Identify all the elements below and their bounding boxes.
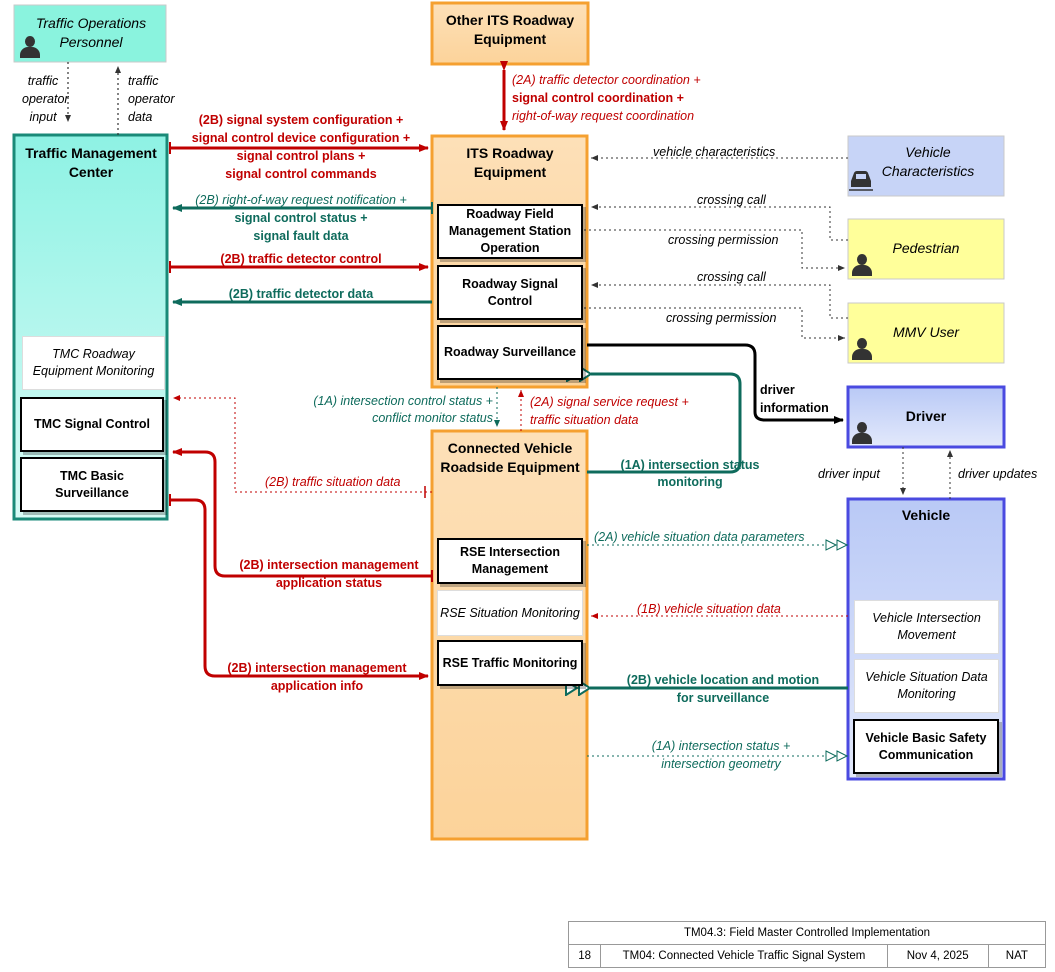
flow-label-driver-info-1: driver	[760, 383, 795, 397]
title-block-author: NAT	[987, 944, 1047, 968]
cv-rse-label: Connected Vehicle Roadside Equipment	[440, 440, 580, 475]
flow-2b-imi	[169, 494, 429, 680]
flow-label-2b-cfg-4: signal control commands	[225, 167, 377, 181]
flow-label-2b-row-3: signal fault data	[253, 229, 349, 243]
flow-driver-info	[587, 343, 844, 424]
vehicle-char-label: Vehicle Characteristics	[881, 144, 975, 179]
flow-label-crossing-call-1: crossing call	[697, 193, 766, 207]
flow-label-2a-coord-1: (2A) traffic detector coordination +	[512, 73, 701, 87]
flow-label-2b-imi-1: (2B) intersection management	[227, 661, 407, 675]
rse-situation-monitoring: RSE Situation Monitoring	[437, 590, 583, 636]
rse-intersection-mgmt: RSE Intersection Management	[437, 538, 583, 584]
flow-label-driver-input: driver input	[818, 467, 880, 481]
flow-label-1a-isg-1: (1A) intersection status +	[651, 739, 791, 753]
flow-label-2b-imi-2: application info	[270, 679, 364, 693]
flow-crossing-perm-1	[584, 229, 845, 271]
veh-basic-safety: Vehicle Basic Safety Communication	[853, 719, 999, 774]
flow-label-driver-info-2: information	[760, 401, 829, 415]
mmv-user-label: MMV User	[892, 324, 960, 340]
roadway-surveillance: Roadway Surveillance	[437, 325, 583, 380]
flow-label-2b-vlm-1: (2B) vehicle location and motion	[626, 673, 820, 687]
flow-label-1b-vsd: (1B) vehicle situation data	[637, 602, 781, 616]
flow-label-veh-char: vehicle characteristics	[653, 145, 776, 159]
flow-crossing-call-1	[591, 204, 848, 241]
flow-label-1a-ics-2: conflict monitor status	[372, 411, 493, 425]
pedestrian-label: Pedestrian	[892, 240, 960, 256]
flow-label-2a-ssr-1: (2A) signal service request +	[530, 395, 689, 409]
flow-label-1a-ism-1: (1A) intersection status	[620, 458, 760, 472]
person-icon	[20, 36, 40, 58]
flow-label-2b-row-2: signal control status +	[234, 211, 368, 225]
person-icon	[852, 422, 872, 444]
traffic-ops-label: Traffic Operations Personnel	[35, 15, 147, 50]
veh-situation-monitoring: Vehicle Situation Data Monitoring	[854, 659, 999, 713]
flow-label-2b-ima-2: application status	[275, 576, 383, 590]
rse-traffic-monitoring: RSE Traffic Monitoring	[437, 640, 583, 686]
veh-intersection-movement: Vehicle Intersection Movement	[854, 600, 999, 654]
tmc-box	[12, 133, 169, 521]
flow-label-1a-isg-2: intersection geometry	[661, 757, 781, 771]
tmc-basic-surveillance: TMC Basic Surveillance	[20, 457, 164, 512]
other-its-box	[430, 1, 590, 66]
flow-label-crossing-perm-1: crossing permission	[668, 233, 779, 247]
flow-label-2b-row-1: (2B) right-of-way request notification +	[195, 193, 407, 207]
flow-crossing-call-2	[591, 282, 848, 319]
title-block-doc: TM04: Connected Vehicle Traffic Signal S…	[600, 944, 888, 968]
pedestrian-box	[847, 218, 1005, 280]
flow-label-2b-cfg-1: (2B) signal system configuration +	[198, 113, 404, 127]
other-its-label: Other ITS Roadway Equipment	[445, 12, 575, 47]
flow-label-1a-ism-2: monitoring	[657, 475, 723, 489]
flow-label-op-input: traffic operator input	[22, 74, 69, 124]
flow-label-2b-cfg-3: signal control plans +	[236, 149, 366, 163]
flow-label-2b-det-data: (2B) traffic detector data	[228, 287, 374, 301]
flow-label-crossing-call-2: crossing call	[697, 270, 766, 284]
person-icon	[852, 338, 872, 360]
flow-label-2a-coord-3: right-of-way request coordination	[512, 109, 695, 123]
flow-label-2b-det-ctrl: (2B) traffic detector control	[220, 252, 382, 266]
roadway-signal-control: Roadway Signal Control	[437, 265, 583, 320]
driver-box	[846, 385, 1006, 449]
flow-label-driver-updates: driver updates	[958, 467, 1038, 481]
flow-1a-ism	[587, 374, 742, 474]
vehicle-label: Vehicle	[901, 507, 951, 523]
tmc-roadway-mon: TMC Roadway Equipment Monitoring	[22, 336, 165, 390]
title-block: TM04.3: Field Master Controlled Implemen…	[567, 921, 1047, 968]
flow-2b-tsd	[173, 395, 432, 493]
driver-label: Driver	[905, 408, 947, 424]
title-block-page: 18	[567, 944, 602, 968]
flow-label-2a-ssr-2: traffic situation data	[530, 413, 639, 427]
flow-label-2a-coord-2: signal control coordination +	[512, 91, 684, 105]
person-icon	[852, 254, 872, 276]
rfms-operation: Roadway Field Management Station Operati…	[437, 204, 583, 259]
car-icon	[849, 171, 873, 191]
title-block-title: TM04.3: Field Master Controlled Implemen…	[568, 921, 1046, 945]
title-block-date: Nov 4, 2025	[886, 944, 989, 968]
flow-label-2b-vlm-2: for surveillance	[676, 691, 770, 705]
its-roadway-label: ITS Roadway Equipment	[466, 145, 554, 180]
flow-label-op-data: traffic operator data	[128, 74, 175, 124]
flow-label-2b-tsd: (2B) traffic situation data	[265, 475, 401, 489]
flow-label-2a-vsdp: (2A) vehicle situation data parameters	[594, 530, 805, 544]
tmc-signal-control: TMC Signal Control	[20, 397, 164, 452]
tmc-label: Traffic Management Center	[25, 145, 157, 180]
vehicle-char-box	[847, 135, 1005, 197]
flow-label-crossing-perm-2: crossing permission	[666, 311, 777, 325]
flow-label-2b-cfg-2: signal control device configuration +	[191, 131, 411, 145]
flow-label-2b-ima-1: (2B) intersection management	[239, 558, 419, 572]
mmv-user-box	[847, 302, 1005, 364]
flow-label-1a-ics-1: (1A) intersection control status +	[313, 394, 493, 408]
